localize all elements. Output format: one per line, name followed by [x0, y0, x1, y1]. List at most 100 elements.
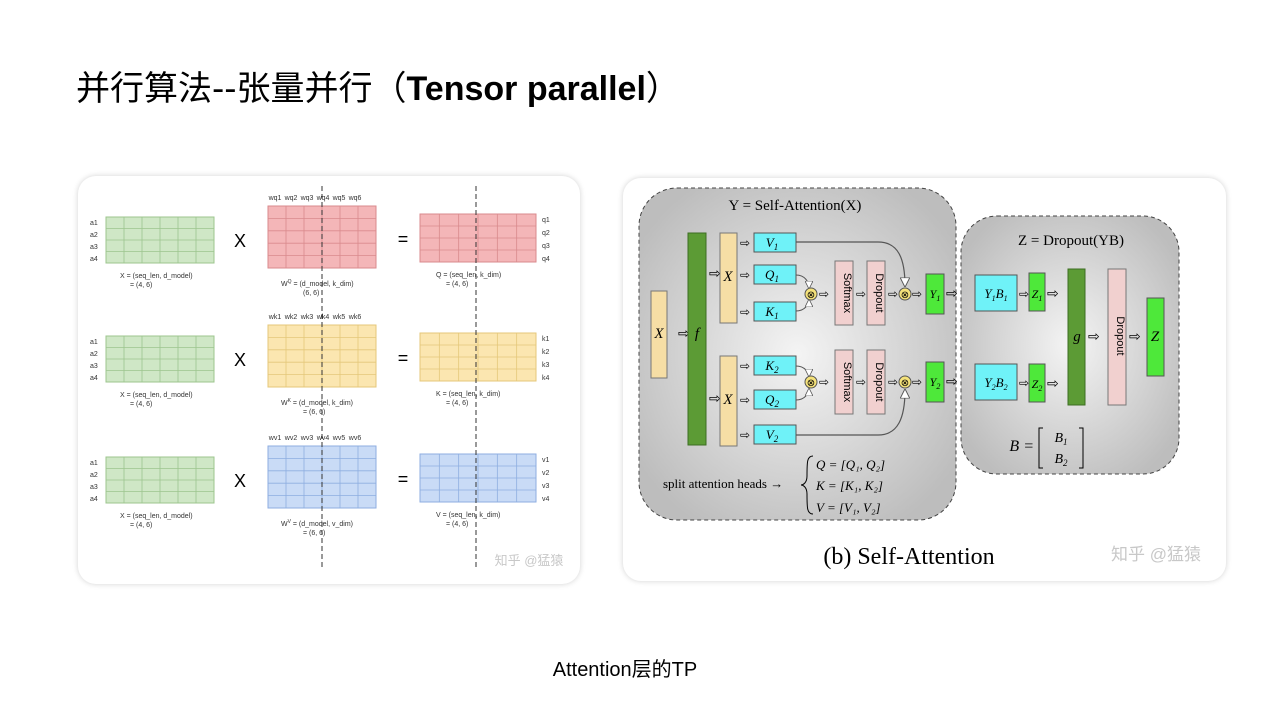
weight-col-label-q: wq2 — [284, 195, 298, 202]
x-block-1-label: X — [722, 269, 733, 285]
z2-block — [1028, 363, 1046, 403]
arrow-softmax-dropout-1: ⇨ — [856, 287, 866, 301]
z1-letter: Z — [1032, 287, 1039, 301]
b-row-2: B2 — [1054, 452, 1068, 468]
v1-sub: 1 — [774, 242, 779, 252]
attention-panel — [638, 187, 957, 521]
equals-op-q: = — [398, 229, 409, 249]
y1-sub: 1 — [936, 294, 940, 303]
f-label: f — [695, 326, 701, 342]
weight-col-label-k: wk6 — [348, 314, 362, 321]
equals-op-v: = — [398, 469, 409, 489]
arrow-k2: ⇨ — [740, 359, 750, 373]
arrow-yb2-z2: ⇨ — [1019, 376, 1029, 390]
title-close-paren: ） — [645, 69, 680, 109]
arrow-g-dropout: ⇨ — [1088, 328, 1100, 344]
output-row-label-k: k1 — [542, 336, 550, 343]
k2-label: K2 — [764, 358, 779, 375]
weight-col-label-v: wv1 — [268, 435, 282, 442]
connector-q2-mul — [795, 389, 809, 401]
y2-block — [925, 361, 945, 403]
multiply-op-k: X — [234, 350, 246, 370]
y2b2-b: B — [996, 375, 1004, 390]
output-row-label-k: k4 — [542, 375, 550, 382]
weight-shape-label-v: WV = (d_model, v_dim) — [281, 519, 353, 528]
dropout-panel-title: Z = Dropout(YB) — [1018, 233, 1124, 249]
output-row-label-q: q2 — [542, 230, 550, 237]
arrow-dropout-mul-1: ⇨ — [888, 287, 898, 301]
weight-shape-value-k: = (6, 6) — [303, 409, 325, 416]
weight-col-label-k: wk4 — [316, 314, 330, 321]
f-block — [687, 232, 707, 446]
arrow-mul-softmax-2: ⇨ — [819, 375, 829, 389]
output-shape-label-v: V = (seq_len, k_dim) — [436, 512, 500, 519]
z2-label: Z2 — [1032, 377, 1043, 393]
weight-superscript-v: V — [288, 519, 292, 525]
arrow-dropout-mul-2: ⇨ — [888, 375, 898, 389]
y1b1-y: Y — [984, 286, 993, 301]
input-row-label-v: a1 — [90, 460, 98, 467]
weight-symbol-v: W — [281, 521, 288, 528]
weight-shape-label-q: WQ = (d_model, k_dim) — [281, 279, 354, 288]
output-shape-label-q: Q = (seq_len, k_dim) — [436, 272, 501, 279]
y2-letter: Y — [930, 375, 938, 389]
weight-col-label-k: wk2 — [284, 314, 298, 321]
weight-symbol-k: W — [281, 400, 288, 407]
k1-label: K1 — [764, 304, 778, 321]
output-row-label-q: q3 — [542, 243, 550, 250]
mul-node-3 — [804, 375, 818, 389]
input-row-label-k: a3 — [90, 363, 98, 370]
z1-label: Z1 — [1032, 287, 1043, 303]
weight-col-label-q: wq4 — [316, 195, 330, 202]
arrow-mul-softmax-1: ⇨ — [819, 287, 829, 301]
x-block-2 — [719, 355, 738, 447]
z1-block — [1028, 272, 1046, 312]
dropout-block-2 — [866, 349, 886, 415]
x-block-1 — [719, 232, 738, 324]
weight-col-label-q: wq6 — [348, 195, 362, 202]
weight-superscript-k: K — [288, 398, 292, 404]
arrow-softmax-dropout-2: ⇨ — [856, 375, 866, 389]
title-chinese: 并行算法--张量并行（ — [76, 69, 407, 109]
weight-symbol-q: W — [281, 281, 288, 288]
x-block-2-label: X — [722, 392, 733, 408]
input-shape-value-k: = (4, 6) — [130, 401, 152, 408]
k1-letter: K — [764, 304, 775, 319]
y2-label: Y2 — [930, 375, 941, 391]
final-dropout-block — [1107, 268, 1127, 406]
mul-symbol-1: ⊗ — [807, 290, 815, 301]
connector-k2-mul — [795, 365, 809, 376]
softmax-block-1 — [834, 260, 854, 326]
weight-col-label-v: wv2 — [284, 435, 298, 442]
arrow-y1-yb1: ⇨ — [946, 285, 958, 301]
arrow-mul-y1: ⇨ — [912, 287, 922, 301]
input-row-label-q: a4 — [90, 256, 98, 263]
mul-node-4 — [898, 375, 912, 389]
split-heads-brace — [800, 455, 814, 515]
arrow-q2: ⇨ — [740, 393, 750, 407]
input-row-label-v: a3 — [90, 484, 98, 491]
y1-letter: Y — [930, 287, 938, 301]
y2b2-y: Y — [984, 375, 993, 390]
b-bracket-left — [1038, 427, 1043, 469]
weight-col-label-v: wv5 — [332, 435, 346, 442]
softmax-label-1: Softmax — [841, 273, 853, 314]
q1-letter: Q — [765, 267, 775, 282]
weight-col-label-q: wq1 — [268, 195, 282, 202]
b-row-1: B1 — [1054, 431, 1067, 447]
x-input-block — [650, 290, 668, 379]
y1-block — [925, 273, 945, 315]
title-english: Tensor parallel — [406, 70, 646, 108]
output-shape-value-k: = (4, 6) — [446, 400, 468, 407]
mul-symbol-2: ⊗ — [901, 290, 909, 301]
weight-col-label-q: wq5 — [332, 195, 346, 202]
final-dropout-label: Dropout — [1114, 316, 1126, 355]
weight-col-label-v: wv6 — [348, 435, 362, 442]
left-watermark: 知乎 @猛猿 — [495, 553, 564, 568]
weight-col-label-k: wk5 — [332, 314, 346, 321]
y2-sub: 2 — [936, 382, 940, 391]
multiply-op-q: X — [234, 231, 246, 251]
output-row-label-v: v2 — [542, 470, 550, 477]
input-shape-value-v: = (4, 6) — [130, 522, 152, 529]
